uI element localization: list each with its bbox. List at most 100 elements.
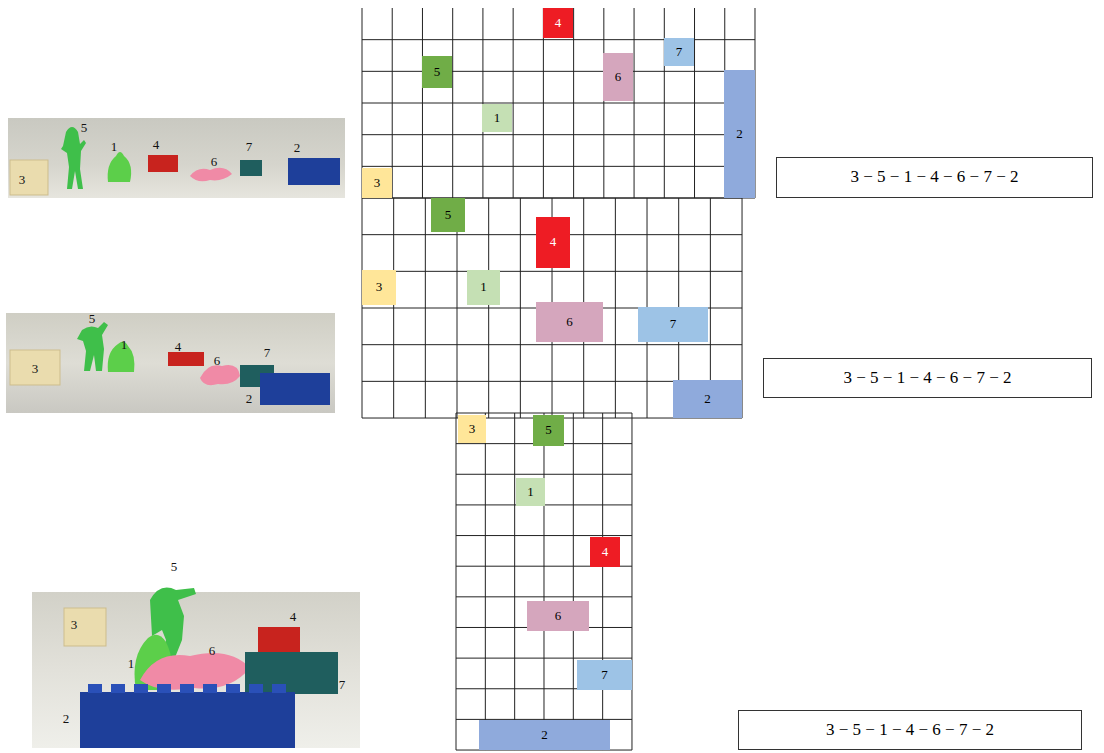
grid-line [456, 413, 457, 750]
grid-cell: 6 [527, 601, 589, 631]
grid-cell: 5 [533, 415, 564, 446]
grid [362, 198, 742, 418]
grid-cell: 5 [431, 198, 465, 232]
brick-stud [203, 684, 217, 693]
cell-number: 4 [555, 16, 562, 30]
cell-number: 5 [434, 65, 441, 79]
grid-line [543, 413, 544, 750]
grid-line [514, 413, 515, 750]
grid-cell: 1 [482, 104, 512, 132]
cell-number: 5 [445, 208, 452, 222]
cell-number: 4 [602, 545, 609, 559]
grid-line [456, 596, 632, 597]
red-brick [258, 627, 300, 655]
teal-brick [245, 652, 338, 694]
callout-number: 7 [246, 140, 253, 153]
callout-number: 2 [294, 141, 301, 154]
callout-number: 1 [111, 140, 118, 153]
red-brick [148, 155, 178, 172]
grid [362, 8, 755, 198]
sequence-text: 3 − 5 − 1 − 4 − 6 − 7 − 2 [826, 721, 994, 740]
grid-line [602, 413, 603, 750]
blue-brick [288, 158, 340, 185]
callout-number: 7 [264, 346, 271, 359]
yellow-block [10, 350, 60, 385]
cell-number: 3 [469, 422, 476, 436]
photo [32, 588, 360, 748]
grid-line [573, 413, 574, 750]
cell-number: 3 [376, 280, 383, 294]
grid-line [485, 413, 486, 750]
callout-number: 2 [63, 712, 70, 725]
blue-brick [80, 692, 295, 748]
grid-cell: 1 [467, 270, 500, 305]
callout-number: 5 [81, 121, 88, 134]
grid-line [362, 344, 742, 345]
callout-number: 5 [89, 312, 96, 325]
yellow-block [10, 160, 48, 195]
pink-figure [190, 168, 232, 182]
teal-brick [240, 160, 262, 176]
grid-line [362, 166, 755, 167]
photo-ground [8, 118, 345, 198]
grid-cell: 7 [638, 307, 708, 342]
callout-number: 4 [175, 340, 182, 353]
grid-cell: 3 [458, 415, 486, 443]
pink-figure [200, 365, 240, 385]
green-figure [108, 152, 131, 182]
cell-number: 6 [566, 315, 573, 329]
callout-number: 4 [290, 610, 297, 623]
grid-line [456, 535, 632, 536]
grid-cell: 5 [422, 56, 452, 88]
photo [8, 118, 345, 198]
callout-number: 5 [171, 560, 178, 573]
grid-line [362, 71, 755, 72]
cell-number: 7 [670, 317, 677, 331]
grid-cell: 6 [536, 302, 603, 342]
callout-number: 4 [153, 138, 160, 151]
cell-number: 2 [736, 127, 743, 141]
brick-stud [180, 684, 194, 693]
blue-brick [260, 373, 330, 405]
callout-number: 3 [19, 173, 26, 186]
grid-cell: 4 [543, 8, 573, 38]
cell-number: 4 [550, 235, 557, 249]
grid-line [362, 198, 755, 199]
callout-number: 6 [209, 644, 216, 657]
cell-number: 1 [527, 485, 534, 499]
photo-ground [6, 313, 335, 413]
green-soldier [61, 127, 86, 189]
cell-number: 7 [676, 45, 683, 59]
brick-stud [272, 684, 286, 693]
callout-number: 2 [246, 392, 253, 405]
cell-number: 2 [704, 392, 711, 406]
yellow-block [64, 608, 106, 646]
sequence-text: 3 − 5 − 1 − 4 − 6 − 7 − 2 [850, 168, 1018, 187]
grid-cell: 7 [664, 38, 694, 66]
grid-cell: 2 [479, 720, 610, 750]
cell-number: 6 [555, 609, 562, 623]
cell-number: 6 [615, 70, 622, 84]
sequence-box: 3 − 5 − 1 − 4 − 6 − 7 − 2 [776, 157, 1093, 198]
brick-stud [88, 684, 102, 693]
grid-cell: 3 [362, 270, 396, 305]
grid-line [456, 658, 632, 659]
red-brick [168, 352, 204, 366]
brick-stud [157, 684, 171, 693]
cell-number: 2 [541, 728, 548, 742]
callout-number: 3 [71, 618, 78, 631]
grid-cell: 2 [673, 380, 742, 418]
grid [456, 413, 632, 750]
grid-cell: 4 [536, 217, 570, 268]
callout-number: 6 [211, 155, 218, 168]
callout-number: 1 [128, 657, 135, 670]
callout-number: 1 [121, 338, 128, 351]
brick-stud [134, 684, 148, 693]
grid-cell: 7 [577, 660, 632, 690]
grid-line [456, 474, 632, 475]
green-soldier [77, 322, 108, 371]
cell-number: 3 [374, 176, 381, 190]
grid-cell: 4 [590, 537, 620, 567]
cell-number: 5 [545, 423, 552, 437]
